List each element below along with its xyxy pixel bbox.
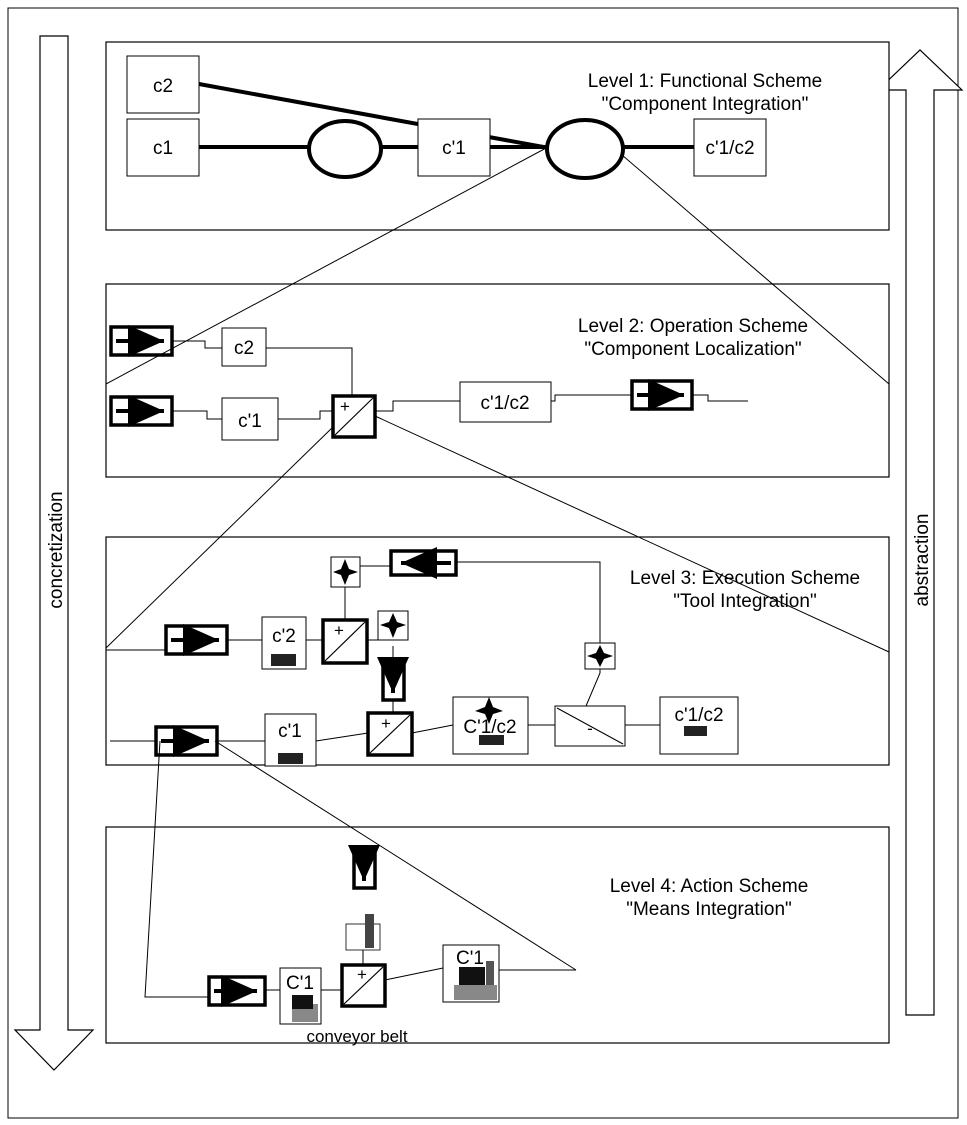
level1-subtitle: "Component Integration": [602, 94, 809, 115]
level3-subtitle: "Tool Integration": [673, 591, 816, 612]
level4-title: Level 4: Action Scheme: [610, 876, 809, 897]
l3-box-c1p-c2-out-label: c'1/c2: [674, 705, 723, 726]
level4-panel: Level 4: Action Scheme "Means Integratio…: [105, 826, 890, 1046]
level3-panel: Level 3: Execution Scheme "Tool Integrat…: [105, 536, 890, 767]
l1-box-c1p: [417, 118, 491, 177]
l1-function-node-2: [545, 118, 625, 180]
l1-box-c1p-label: c'1: [442, 138, 466, 159]
l4-gripper: [345, 923, 381, 951]
l2-box-c2: [221, 327, 267, 367]
level1-title: Level 1: Functional Scheme: [588, 71, 822, 92]
l3-box-c1p-c2-mid-label: C'1/c2: [463, 717, 516, 738]
l3-part-c2p: [271, 654, 296, 666]
l3-join-sign-top: +: [334, 621, 344, 640]
l3-part-c1p: [278, 753, 303, 764]
level4-subtitle: "Means Integration": [626, 899, 792, 920]
l3-box-c2p-label: c'2: [272, 626, 296, 647]
abstraction-arrow: abstraction: [876, 49, 964, 1016]
concretization-label: concretization: [46, 491, 67, 608]
l4-conveyor-out: [454, 985, 497, 1000]
l3-part-c1p-c2-out: [684, 726, 707, 736]
l2-box-c2-label: c2: [234, 338, 254, 359]
level2-panel: Level 2: Operation Scheme "Component Loc…: [105, 283, 890, 478]
l2-box-c1p-label: c'1: [238, 411, 262, 432]
level2-subtitle: "Component Localization": [584, 339, 801, 360]
l4-part-in: [292, 995, 313, 1009]
abstraction-label: abstraction: [912, 514, 933, 607]
l1-box-c1-label: c1: [153, 138, 173, 159]
l4-join-sign: +: [357, 965, 367, 984]
l4-box-c1-in-label: C'1: [286, 973, 314, 994]
l3-join-sign-bottom: +: [381, 714, 391, 733]
l1-box-c1p-c2-label: c'1/c2: [705, 138, 754, 159]
l2-box-c1p: [221, 397, 279, 441]
l4-box-c1-out-label: C'1: [456, 948, 484, 969]
l1-box-c1: [126, 118, 200, 177]
l1-box-c1p-c2: [693, 118, 767, 177]
level1-panel: Level 1: Functional Scheme "Component In…: [105, 41, 890, 231]
refinement-lines: [105, 146, 890, 998]
level2-title: Level 2: Operation Scheme: [578, 316, 808, 337]
l2-join-sign: +: [340, 397, 350, 416]
l4-gripper-finger: [365, 914, 374, 948]
l4-part-out: [459, 967, 485, 985]
l4-caption: conveyor belt: [306, 1027, 407, 1046]
concretization-arrow: concretization: [13, 35, 95, 1071]
l1-box-c2-label: c2: [153, 76, 173, 97]
l3-part-c1p-c2-mid: [479, 735, 504, 745]
l4-tool-out: [486, 961, 494, 985]
level3-title: Level 3: Execution Scheme: [630, 568, 860, 589]
l1-box-c2: [126, 55, 200, 114]
l1-function-node-1: [307, 119, 383, 179]
l2-box-c1p-c2: [459, 381, 552, 423]
l3-box-c1p-c2-out: [659, 696, 739, 755]
l3-box-c1p-label: c'1: [278, 721, 302, 742]
l3-split-sign: -: [587, 719, 593, 738]
l2-box-c1p-c2-label: c'1/c2: [480, 393, 529, 414]
